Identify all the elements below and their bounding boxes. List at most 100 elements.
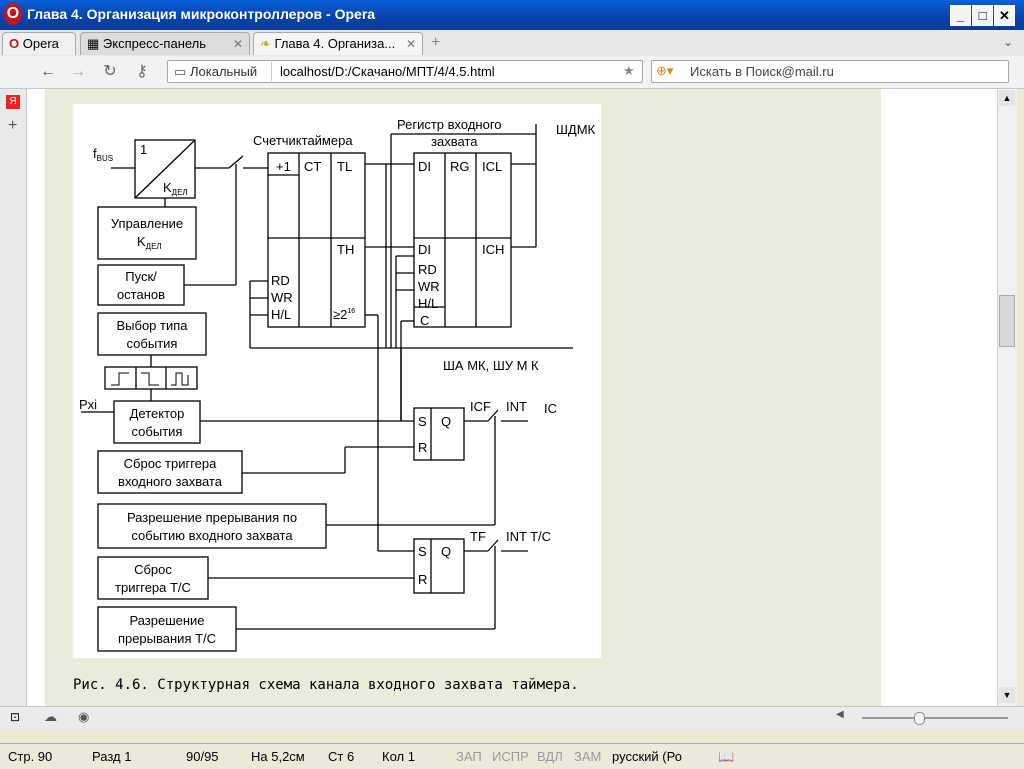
ff2-r: R (418, 572, 427, 587)
svg-text:≥216: ≥216 (333, 307, 355, 322)
reset-tc-line1: Сброс (134, 562, 172, 577)
status-overwrite[interactable]: ЗАМ (574, 749, 602, 764)
register-title2: захвата (431, 134, 478, 149)
zoom-slider-knob[interactable] (914, 712, 925, 725)
divider-top-label: 1 (140, 142, 147, 157)
opera-logo-icon[interactable]: O (4, 3, 22, 25)
ff1-s: S (418, 414, 427, 429)
register-di: DI (418, 159, 431, 174)
ff2-q: Q (441, 544, 451, 559)
tf-label: TF (470, 529, 486, 544)
address-bar: ← → ↻ ⚷ ▭ Локальный localhost/D:/Скачано… (0, 56, 1024, 89)
close-tab-icon[interactable]: ✕ (233, 37, 244, 51)
capture-register-block (413, 152, 512, 328)
register-rg: RG (450, 159, 470, 174)
close-tab-icon[interactable]: ✕ (406, 37, 417, 51)
register-icl: ICL (482, 159, 502, 174)
status-pages: 90/95 (186, 749, 219, 764)
grid-icon: ▦ (87, 36, 100, 51)
tc-irq-line1: Разрешение (129, 613, 204, 628)
opera-icon: O (9, 36, 20, 51)
figure-4-6: fBUS 1 KДЕЛ Управление KДЕЛ Пуск/ остано… (73, 104, 601, 658)
new-tab-button[interactable]: + (431, 34, 441, 51)
tc-flipflop-block (413, 538, 465, 594)
reset-capture-line1: Сброс триггера (124, 456, 218, 471)
spelling-book-icon[interactable]: 📖 (718, 749, 735, 764)
minimize-button[interactable]: _ (950, 5, 971, 26)
tab-list-chevron-icon[interactable]: ⌄ (1003, 35, 1014, 49)
start-stop-line2: останов (117, 287, 165, 302)
kdel-control-block (97, 206, 197, 260)
close-button[interactable]: ✕ (994, 5, 1015, 26)
status-column: Кол 1 (382, 749, 415, 764)
reset-tc-line2: триггера T/C (115, 580, 191, 595)
counter-hl: H/L (271, 307, 291, 322)
forward-arrow-icon[interactable]: → (70, 63, 86, 80)
scroll-thumb[interactable] (999, 295, 1015, 347)
counter-wr: WR (271, 290, 293, 305)
register-rd: RD (418, 262, 437, 277)
reset-capture-line2: входного захвата (118, 474, 223, 489)
status-line: Ст 6 (328, 749, 355, 764)
bus-label: ША МК, ШУ М К (443, 358, 539, 373)
ic-label: IC (544, 401, 557, 416)
event-detector-block (113, 400, 201, 444)
status-rec[interactable]: ЗАП (456, 749, 482, 764)
shdmk-label: ШДМК (556, 122, 596, 137)
register-di2: DI (418, 242, 431, 257)
side-panel: Я + (0, 89, 27, 706)
timer-counter-block (267, 152, 366, 328)
divider-bottom-sub: ДЕЛ (172, 188, 188, 197)
block-diagram: fBUS 1 KДЕЛ Управление KДЕЛ Пуск/ остано… (79, 117, 596, 652)
capture-irq-enable-block (97, 503, 327, 549)
panel-toggle-icon[interactable]: ⊡ (10, 710, 21, 724)
scroll-down-icon[interactable]: ▼ (999, 687, 1015, 703)
ff1-r: R (418, 440, 427, 455)
capture-irq-line2: событию входного захвата (131, 528, 293, 543)
vertical-scrollbar[interactable]: ▲ ▼ (997, 89, 1017, 706)
yandex-icon[interactable]: Я (6, 95, 20, 109)
status-extend[interactable]: ВДЛ (537, 749, 563, 764)
search-input[interactable]: ⊕▾ Искать в Поиск@mail.ru (651, 60, 1009, 83)
maximize-button[interactable]: □ (972, 5, 993, 26)
speed-icon[interactable]: ◉ (78, 709, 90, 724)
document-page: fBUS 1 KДЕЛ Управление KДЕЛ Пуск/ остано… (45, 89, 881, 706)
register-wr: WR (418, 279, 440, 294)
status-language[interactable]: русский (Ро (612, 749, 682, 764)
reset-capture-trigger-block (97, 450, 243, 494)
page-content: fBUS 1 KДЕЛ Управление KДЕЛ Пуск/ остано… (27, 89, 997, 706)
tc-irq-line2: прерывания T/C (118, 631, 216, 646)
tab-chapter-4[interactable]: ❧ Глава 4. Организа... ✕ (253, 32, 423, 55)
tab-label: Глава 4. Организа... (274, 36, 396, 51)
opera-menu-button[interactable]: O Opera (2, 32, 76, 55)
figure-caption: Рис. 4.6. Структурная схема канала входн… (73, 677, 579, 693)
site-badge[interactable]: Локальный (190, 64, 258, 79)
status-track[interactable]: ИСПР (492, 749, 529, 764)
search-engine-icon[interactable]: ⊕▾ (656, 63, 674, 78)
scroll-up-icon[interactable]: ▲ (999, 90, 1015, 106)
browser-bottom-bar: ⊡ ☁ ◉ ◀ (0, 706, 1024, 729)
tab-speed-dial[interactable]: ▦ Экспресс-панель ✕ (80, 32, 250, 55)
divider-bottom-label: K (163, 180, 172, 195)
register-c: C (420, 313, 429, 328)
fbus-sub: BUS (97, 154, 113, 163)
cloud-icon[interactable]: ☁ (44, 709, 57, 724)
zoom-out-icon[interactable]: ◀ (836, 709, 844, 720)
capture-flipflop-block (413, 407, 465, 461)
url-text[interactable]: localhost/D:/Скачано/МПТ/4/4.5.html (280, 64, 495, 79)
tab-label: Экспресс-панель (102, 36, 207, 51)
key-icon[interactable]: ⚷ (136, 63, 148, 80)
url-input[interactable]: ▭ Локальный localhost/D:/Скачано/МПТ/4/4… (167, 60, 643, 83)
word-status-bar: Стр. 90 Разд 1 90/95 На 5,2см Ст 6 Кол 1… (0, 743, 1024, 769)
int2-label: INT T/C (506, 529, 551, 544)
int1-label: INT (506, 399, 527, 414)
fbus-label: f (93, 146, 97, 161)
reload-icon[interactable]: ↻ (103, 63, 117, 80)
register-ich: ICH (482, 242, 504, 257)
counter-overflow-sup: 16 (347, 308, 355, 315)
add-panel-icon[interactable]: + (8, 117, 18, 134)
star-icon[interactable]: ★ (623, 63, 635, 78)
back-arrow-icon[interactable]: ← (40, 63, 56, 80)
detector-line2: события (132, 424, 183, 439)
zoom-slider[interactable] (862, 717, 1008, 719)
